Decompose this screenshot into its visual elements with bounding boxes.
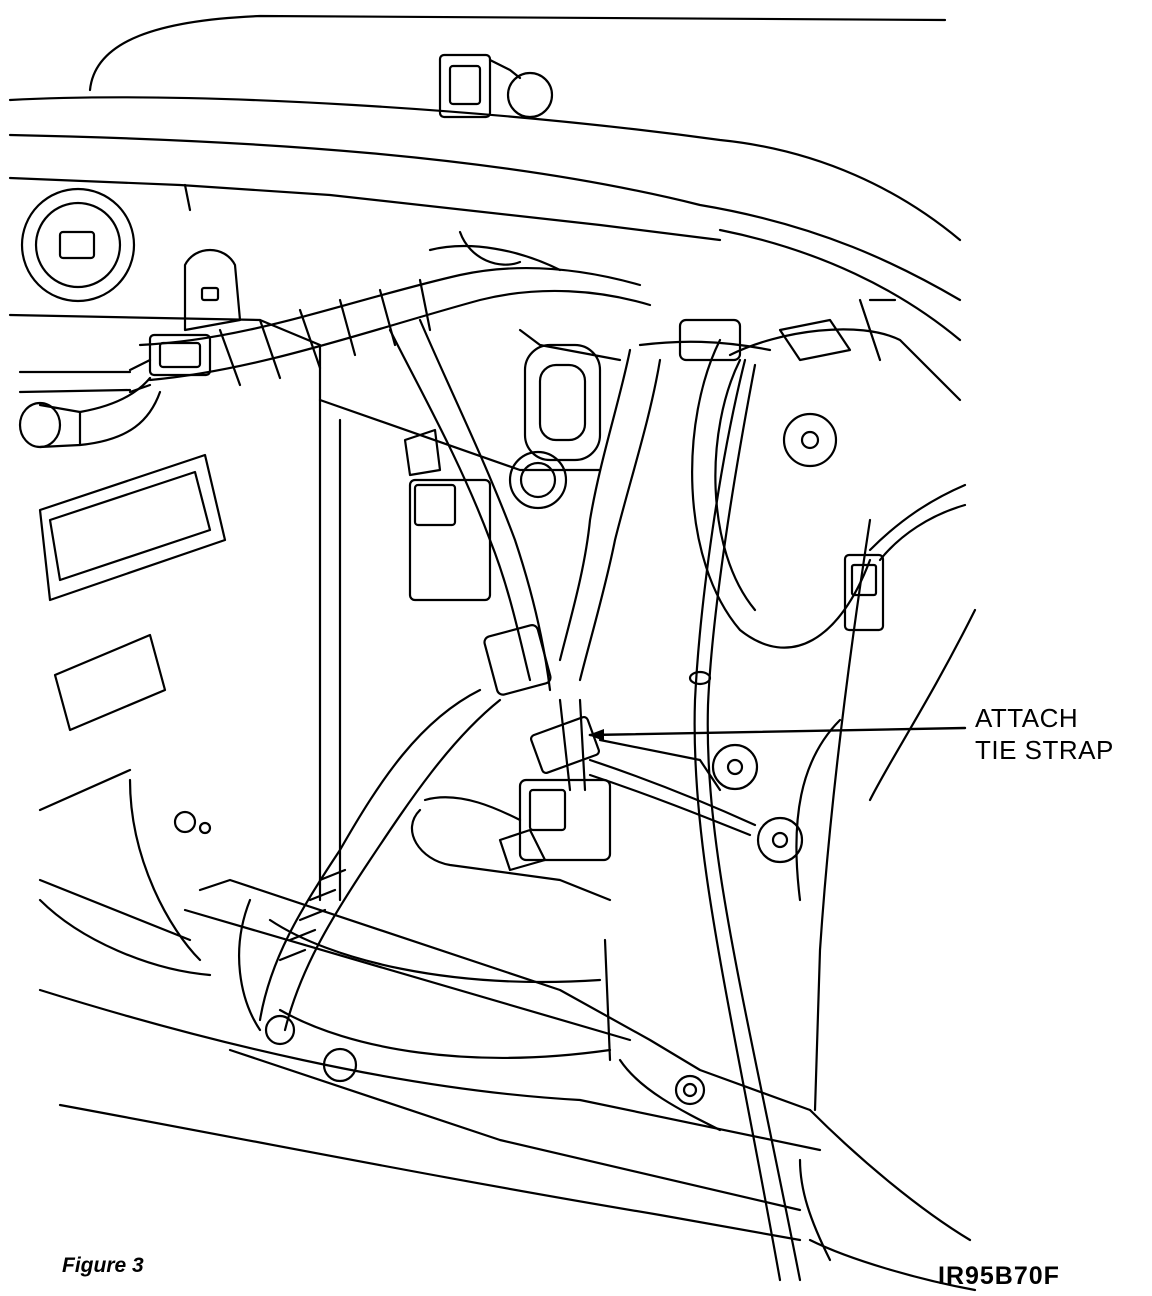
lower-harness bbox=[239, 690, 610, 1060]
lower-center-slot bbox=[412, 797, 610, 900]
figure-caption: Figure 3 bbox=[62, 1254, 144, 1277]
center-panel bbox=[320, 330, 620, 900]
floor-sill bbox=[40, 880, 975, 1290]
callout-line-1: ATTACH bbox=[975, 703, 1079, 733]
main-harness bbox=[20, 232, 650, 392]
right-large-opening bbox=[640, 300, 960, 648]
long-cable bbox=[690, 360, 800, 1280]
top-clip bbox=[440, 55, 552, 117]
tie-strap-area bbox=[500, 700, 755, 870]
left-bracket bbox=[185, 250, 240, 330]
vertical-harness bbox=[390, 320, 660, 696]
callout-line-2: TIE STRAP bbox=[975, 735, 1114, 765]
left-lower-panel bbox=[10, 315, 320, 975]
attach-tie-strap-callout: ATTACH TIE STRAP bbox=[975, 702, 1114, 766]
left-grommet bbox=[22, 189, 134, 301]
figure-code: IR95B70F bbox=[938, 1262, 1060, 1290]
callout-leader bbox=[588, 728, 965, 741]
right-small-connector bbox=[845, 485, 965, 630]
right-body-edge bbox=[713, 520, 975, 1110]
upper-body-panel bbox=[10, 16, 960, 340]
left-connector bbox=[20, 378, 160, 447]
